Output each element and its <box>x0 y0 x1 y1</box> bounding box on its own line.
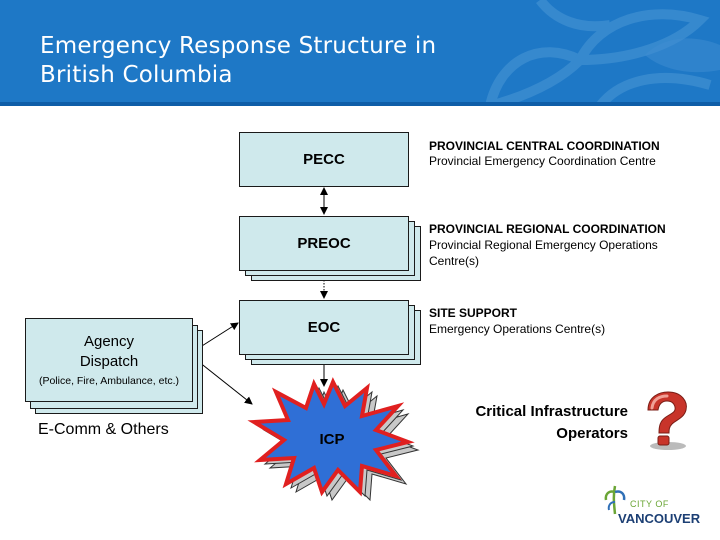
agency-title-line1: Agency <box>83 333 135 350</box>
icp-starburst: ICP <box>247 377 420 502</box>
regional-coordination-desc: Provincial Regional Emergency Operations… <box>429 238 658 268</box>
central-coordination-desc: Provincial Emergency Coordination Centre <box>429 154 656 168</box>
agency-dispatch-box: Agency Dispatch (Police, Fire, Ambulance… <box>25 318 193 402</box>
header-underline <box>0 102 720 106</box>
site-support-desc: Emergency Operations Centre(s) <box>429 322 606 336</box>
header-banner <box>0 0 720 106</box>
ecomm-label: E-Comm & Others <box>38 421 169 438</box>
pecc-box: PECC <box>239 132 409 187</box>
arrow-agency-icp <box>193 357 253 405</box>
decorative-leaf-pattern <box>484 0 720 106</box>
slide-title: Emergency Response Structure in British … <box>40 33 437 88</box>
agency-subtitle: (Police, Fire, Ambulance, etc.) <box>38 375 180 387</box>
preoc-label: PREOC <box>297 235 351 252</box>
critical-infrastructure-label: Critical Infrastructure Operators <box>475 403 628 442</box>
logo-vancouver: VANCOUVER <box>618 511 701 526</box>
regional-coordination-heading: PROVINCIAL REGIONAL COORDINATION <box>429 222 666 236</box>
eoc-box: EOC <box>239 300 409 355</box>
question-mark-icon <box>647 391 687 450</box>
site-support-heading: SITE SUPPORT <box>429 306 518 320</box>
central-coordination-heading: PROVINCIAL CENTRAL COORDINATION <box>429 139 660 153</box>
eoc-label: EOC <box>307 319 341 336</box>
city-of-vancouver-logo <box>604 485 626 515</box>
icp-label: ICP <box>319 431 344 448</box>
pecc-label: PECC <box>303 151 345 168</box>
agency-title-line2: Dispatch <box>79 353 139 370</box>
logo-city-of: CITY OF <box>630 499 669 509</box>
preoc-box: PREOC <box>239 216 409 271</box>
